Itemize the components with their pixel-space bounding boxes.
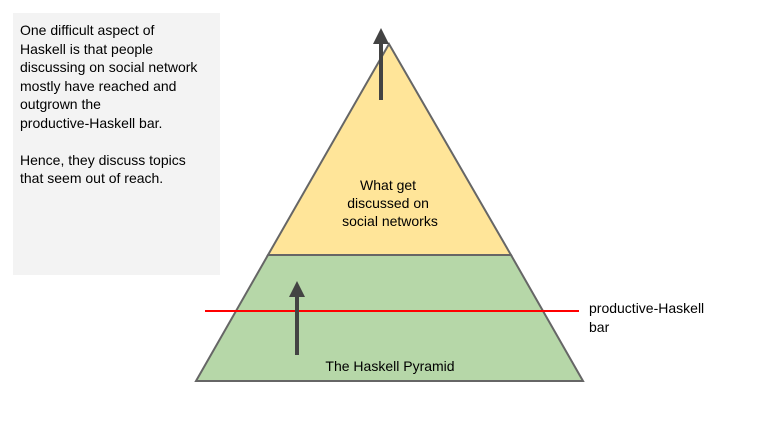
explanation-note: One difficult aspect of Haskell is that … — [13, 13, 220, 275]
top-label-line-2: discussed on — [347, 195, 429, 211]
note-paragraph-1: One difficult aspect of Haskell is that … — [20, 22, 198, 131]
top-section-label: What get discussed on social networks — [342, 177, 438, 229]
top-label-line-3: social networks — [342, 213, 438, 229]
note-paragraph-2: Hence, they discuss topics that seem out… — [20, 151, 186, 187]
pyramid-top-section — [266, 41, 513, 256]
productive-haskell-bar-label: productive-Haskell bar — [589, 300, 705, 335]
top-label-line-1: What get — [360, 177, 416, 193]
bottom-section-label: The Haskell Pyramid — [325, 358, 454, 374]
